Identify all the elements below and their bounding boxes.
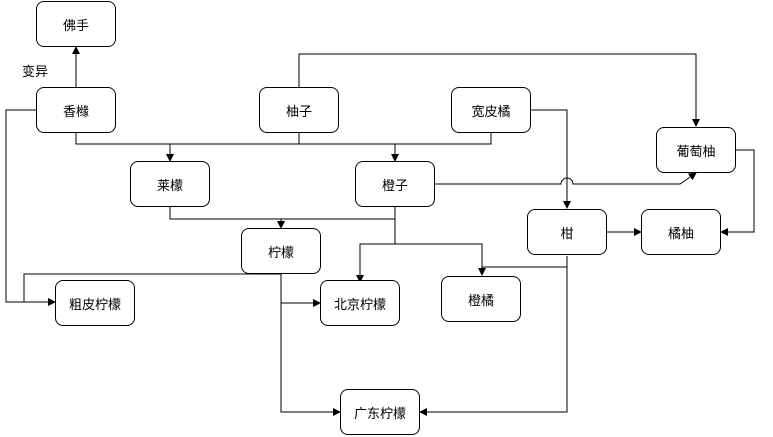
node-xiangyuan: 香橼	[36, 87, 116, 133]
node-guangdongningmeng: 广东柠檬	[340, 389, 420, 435]
edge-xiangyuan-cupiningmeng	[5, 109, 56, 306]
node-youzi-label: 柚子	[285, 104, 312, 120]
node-beijingningmeng-label: 北京柠檬	[333, 297, 386, 313]
edge-chengzi-beijing	[356, 243, 395, 283]
edge-chengzi-branch	[394, 207, 486, 276]
edge-chengzi-putaoyou	[435, 172, 697, 185]
edge-gan-guangdong	[419, 256, 568, 416]
node-foshou: 佛手	[36, 1, 116, 47]
edge-putaoyou-juyou	[720, 149, 755, 236]
node-chengzi-label: 橙子	[381, 178, 408, 194]
node-youzi: 柚子	[259, 87, 339, 133]
node-cupiningmeng: 粗皮柠檬	[55, 280, 135, 326]
node-lime: 莱檬	[130, 161, 210, 207]
edge-gan-chengju	[482, 256, 568, 268]
node-cupiningmeng-label: 粗皮柠檬	[68, 297, 121, 313]
node-beijingningmeng: 北京柠檬	[320, 280, 400, 326]
node-gan: 柑	[527, 209, 607, 255]
node-chengzi: 橙子	[355, 161, 435, 207]
mutation-label: 变异	[22, 65, 49, 80]
node-chengju: 橙橘	[441, 276, 521, 322]
node-lime-label: 莱檬	[156, 178, 183, 194]
node-xiangyuan-label: 香橼	[62, 104, 89, 120]
node-chengju-label: 橙橘	[467, 293, 494, 309]
node-guangdongningmeng-label: 广东柠檬	[353, 406, 406, 422]
node-juyou: 橘柚	[641, 209, 721, 255]
node-foshou-label: 佛手	[62, 18, 89, 34]
node-ningmeng-label: 柠檬	[267, 245, 294, 261]
edge-youzi-putaoyou	[298, 53, 700, 127]
node-putaoyou: 葡萄柚	[656, 127, 736, 173]
node-ningmeng: 柠檬	[241, 228, 321, 274]
node-kuanpiju: 宽皮橘	[451, 87, 531, 133]
edge-ningmeng-guangdong	[280, 303, 341, 416]
edge-parents-bus	[75, 133, 492, 145]
node-gan-label: 柑	[560, 226, 574, 242]
node-kuanpiju-label: 宽皮橘	[471, 104, 511, 120]
edge-ningmeng-beijing	[280, 274, 321, 307]
edge-lime-chengzi-bus	[169, 207, 396, 220]
edge-ningmeng-cupiningmeng	[23, 273, 281, 302]
node-putaoyou-label: 葡萄柚	[676, 144, 716, 160]
edge-kuanpiju-gan	[531, 109, 571, 209]
node-juyou-label: 橘柚	[667, 226, 694, 242]
